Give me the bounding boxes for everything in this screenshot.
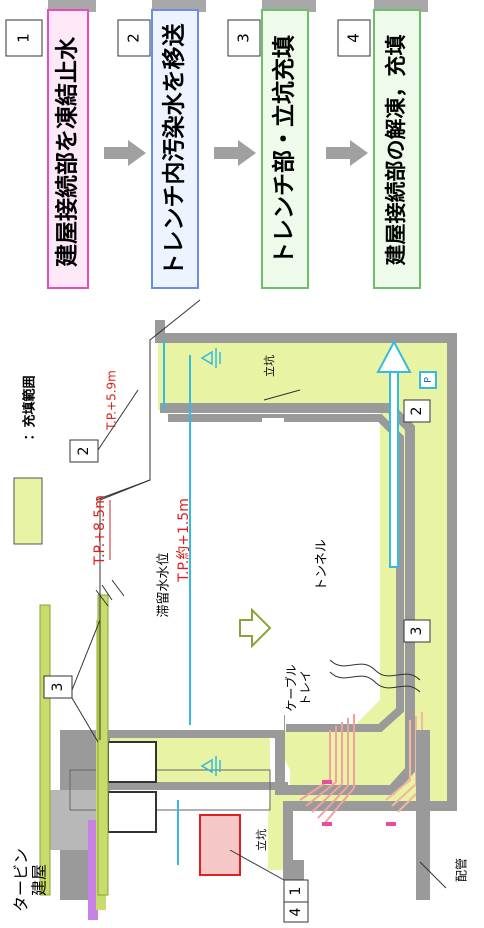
marker-4: 4 [283,901,309,923]
step-1-text: 建屋接続部を凍結止水 [54,36,81,267]
svg-text:2: 2 [76,447,92,456]
right-shaft-label: 立坑 [262,355,276,377]
water-symbol-right [200,348,221,368]
step-3-text: トレンチ部・立坑充填 [271,35,298,265]
fill-pipe-2 [97,594,109,896]
step-1-number-box [5,19,43,57]
step-2-number: 2 [125,33,143,43]
pump-label: P [423,377,434,383]
legend-label: ：充填範囲 [22,375,38,440]
step-1-box [47,9,89,289]
step-1-number: 1 [15,33,33,43]
step-4-number-box [337,19,371,57]
water-symbol-left [200,756,221,776]
tp59-label: T.P.+5.9m [105,370,119,431]
svg-text:1: 1 [288,887,304,896]
step-4-text: 建屋接続部の解凍，充填 [384,35,408,266]
tunnel-label: トンネル [315,539,330,591]
step-2-text: トレンチ内汚染水を移送 [161,24,188,277]
step-3-number: 3 [235,33,253,43]
right-shaft-fill [162,345,447,405]
fill-pipe-1 [39,604,51,896]
step-3-number-box [227,19,261,57]
step-arrow-1-2 [104,140,146,166]
marker-3-tunnel: 3 [403,619,431,643]
tp85-label: T.P.+8.5m [92,495,108,566]
step-1: 1 建屋接続部を凍結止水 [5,0,96,289]
stagnant-water-label: 滞留水水位 [157,552,172,617]
legend: ：充填範囲 [13,375,43,545]
stagnant-water-level: T.P.約+1.5m [176,498,192,583]
step-4-box [373,9,421,289]
piping-label: 配管 [454,858,469,882]
marker-2-tunnel: 2 [403,399,431,423]
cable-tray-label-2: トレイ [299,670,313,706]
building-room-1 [107,741,157,783]
pump [419,371,437,389]
freeze-zone [199,814,241,876]
piping-bar [416,730,430,900]
step-arrows [104,140,368,166]
step-arrow-2-3 [214,140,256,166]
svg-text:4: 4 [288,907,304,916]
legend-swatch [13,477,43,545]
marker-3-top: 3 [43,619,101,743]
left-shaft-label: 立坑 [254,829,268,851]
outer-wall [155,320,457,880]
ground-lines [95,299,301,740]
svg-text:3: 3 [409,627,425,636]
freeze-pipe [88,820,98,920]
water-level [163,340,191,865]
break-symbol [329,659,421,681]
cable-tray-label-1: ケーブル [284,664,299,711]
transfer-arrow [376,339,412,568]
step-3-box [261,9,309,289]
step-2: 2 トレンチ内汚染水を移送 [117,0,206,289]
step-4-number: 4 [345,33,363,43]
tunnel-inner-void [262,418,284,730]
turbine-building-label-1: タービン [12,848,31,912]
step-2-box [151,9,199,289]
turbine-building-label-2: 建屋 [30,864,49,896]
building-room-2 [107,791,157,833]
step-arrow-3-4 [326,140,368,166]
svg-text:3: 3 [50,683,66,692]
fill-arrow [239,607,272,649]
step-4: 4 建屋接続部の解凍，充填 [337,0,428,289]
step-3: 3 トレンチ部・立坑充填 [227,0,316,289]
svg-text:2: 2 [409,407,425,416]
step-2-number-box [117,19,151,57]
marker-2-top: 2 [69,389,139,463]
pink-marks [322,780,396,826]
